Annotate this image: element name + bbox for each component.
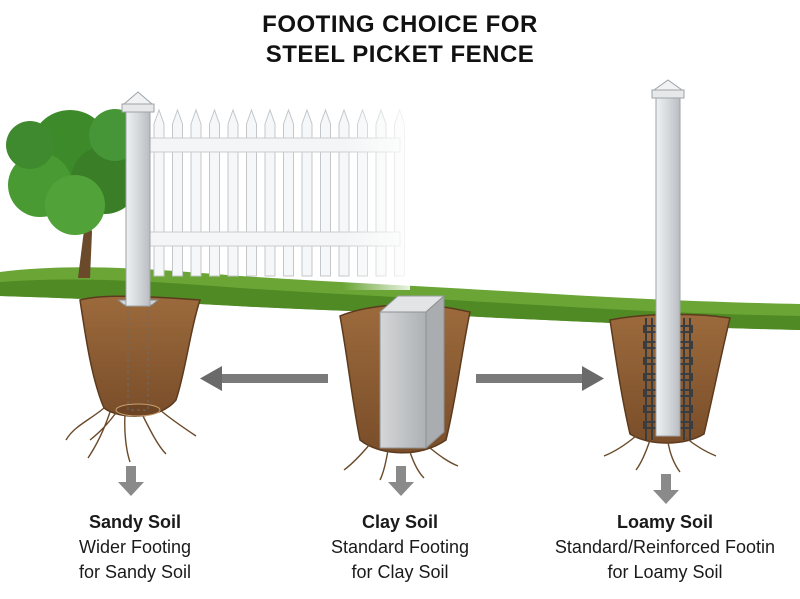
right-arrow-icon	[476, 366, 604, 391]
tree-icon	[6, 109, 141, 278]
title-line-1: FOOTING CHOICE FOR	[262, 11, 538, 38]
footing-line-2: for Loamy Soil	[607, 562, 723, 582]
picket-fence	[139, 100, 410, 290]
title-line-2: STEEL PICKET FENCE	[265, 41, 535, 68]
down-arrow-icon	[118, 466, 144, 496]
sandy-soil-footing	[65, 91, 202, 463]
caption-sandy-soil: Sandy Soil Wider Footing for Sandy Soil	[0, 510, 275, 585]
down-arrow-icon	[388, 466, 414, 496]
caption-clay-soil: Clay Soil Standard Footing for Clay Soil	[260, 510, 540, 585]
clay-soil-footing	[339, 294, 471, 481]
loamy-soil-footing	[603, 79, 731, 473]
soil-name: Sandy Soil	[88, 512, 182, 532]
soil-name: Clay Soil	[361, 512, 439, 532]
footing-line-1: Wider Footing	[78, 537, 192, 557]
footing-line-2: for Clay Soil	[351, 562, 449, 582]
down-arrow-icon	[653, 474, 679, 504]
soil-name: Loamy Soil	[616, 512, 714, 532]
left-arrow-icon	[200, 366, 328, 391]
footing-line-2: for Sandy Soil	[78, 562, 192, 582]
footing-line-1: Standard/Reinforced Footin	[554, 537, 776, 557]
caption-loamy-soil: Loamy Soil Standard/Reinforced Footin fo…	[525, 510, 800, 585]
footing-line-1: Standard Footing	[330, 537, 470, 557]
page-title: FOOTING CHOICE FOR STEEL PICKET FENCE	[0, 10, 800, 70]
